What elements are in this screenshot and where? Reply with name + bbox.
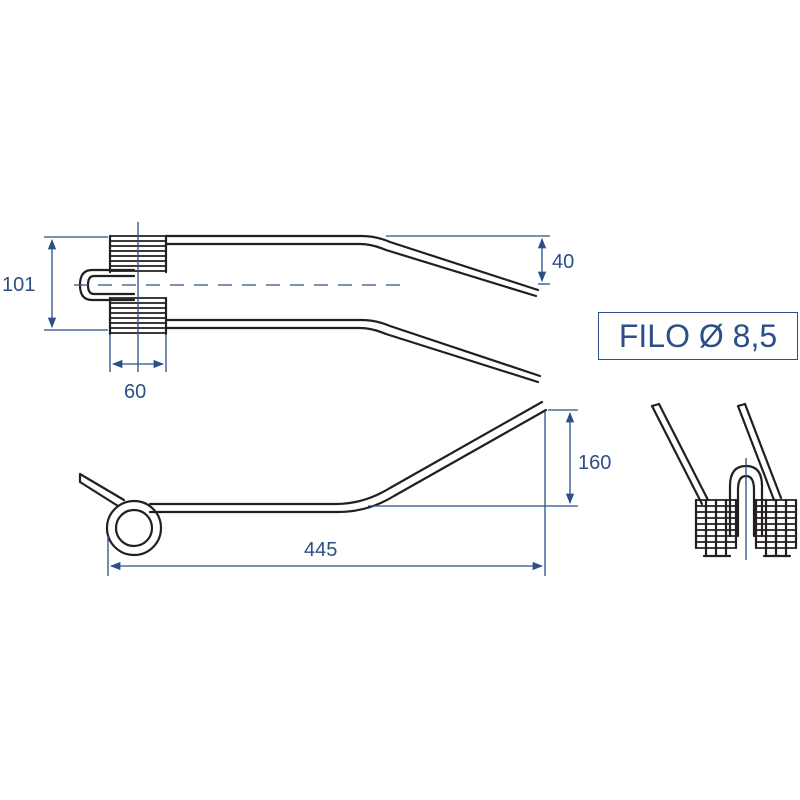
front-right-tine [736,402,783,502]
dimension-height: 101 [2,236,108,331]
front-left-coil [694,498,738,558]
side-tine [148,400,544,506]
top-view: 101 60 40 [2,222,574,403]
side-coil-inner [114,508,154,548]
front-right-coil [754,498,798,558]
svg-text:160: 160 [578,452,611,474]
lower-tine [164,318,542,378]
side-coil-outer [105,499,163,557]
front-view [650,402,798,560]
svg-text:40: 40 [552,251,574,273]
svg-text:445: 445 [304,539,337,561]
dimension-rise: 160 [368,409,611,507]
dimension-coil-width: 60 [109,334,167,403]
wire-diameter-label: FILO Ø 8,5 [598,312,798,360]
svg-text:60: 60 [124,381,146,403]
upper-tine [164,234,540,292]
wire-diameter-text: FILO Ø 8,5 [618,317,778,354]
front-left-tine [650,402,710,506]
dimension-length: 445 [107,412,546,576]
dimension-drop: 40 [386,235,574,285]
svg-text:101: 101 [2,274,35,296]
side-tail [78,472,126,508]
side-view: 160 445 [78,400,611,576]
